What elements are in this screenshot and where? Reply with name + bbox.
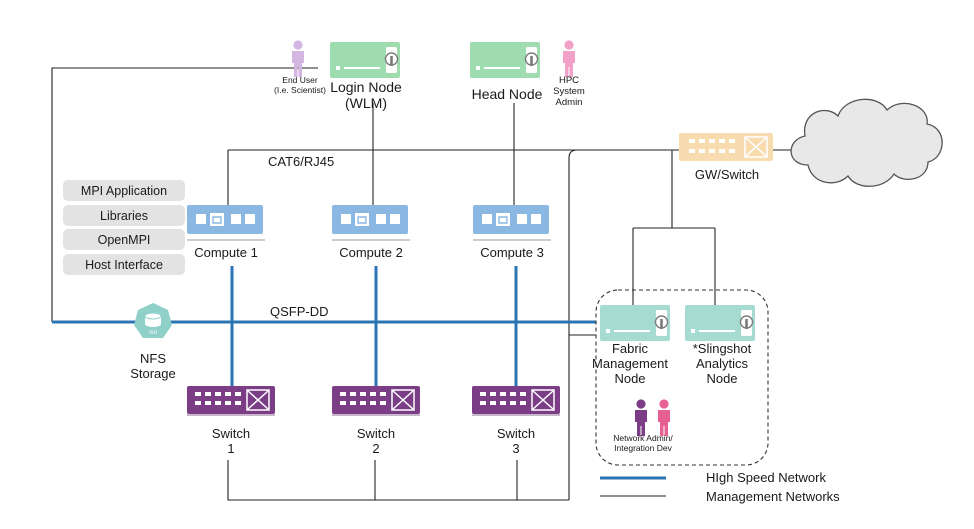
switch-1-icon [186, 385, 276, 417]
network-admin-label: Network Admin/Integration Dev [613, 433, 673, 453]
nfs-storage-icon: vol [134, 303, 172, 338]
stack-layer: Libraries [63, 205, 185, 226]
login-node-icon [329, 41, 401, 79]
compute-1-label: Compute 1 [194, 245, 258, 260]
integration-dev-icon [658, 399, 670, 436]
compute-3-label: Compute 3 [480, 245, 544, 260]
login-node-label: Login Node(WLM) [330, 79, 402, 112]
legend-high-speed-label: HIgh Speed Network [706, 470, 826, 485]
gw-switch-label: GW/Switch [694, 167, 760, 182]
stack-layer: OpenMPI [63, 229, 185, 250]
mgmt-vertical-right [568, 149, 578, 500]
switch-3-icon [471, 385, 561, 417]
switch-mgmt-bus [227, 460, 569, 501]
head-node-icon [469, 41, 541, 79]
end-user-icon [292, 40, 304, 77]
end-user-mgmt-link [51, 67, 318, 322]
gw-switch-icon [679, 133, 773, 161]
network-admin-icon [635, 399, 647, 436]
compute-1-icon [186, 204, 264, 235]
end-user-label: End User(I.e. Scientist) [274, 75, 326, 95]
slingshot-analytics-node-icon [684, 304, 756, 342]
switch-2-icon [331, 385, 421, 417]
fabric-management-node-icon [599, 304, 671, 342]
nfs-vol-label: vol [149, 330, 157, 336]
compute-3-icon [472, 204, 550, 235]
cloud-icon [790, 98, 943, 187]
head-node-label: Head Node [471, 86, 543, 102]
legend-management-label: Management Networks [706, 489, 840, 504]
cat6-label: CAT6/RJ45 [268, 154, 335, 169]
compute-2-label: Compute 2 [339, 245, 403, 260]
stack-layer: Host Interface [63, 254, 185, 275]
hpc-admin-icon [563, 40, 575, 77]
stack-layer: MPI Application [63, 180, 185, 201]
compute-2-icon [331, 204, 409, 235]
management-network-lines [51, 67, 797, 501]
qsfp-label: QSFP-DD [270, 304, 329, 319]
management-group-border [595, 289, 769, 466]
